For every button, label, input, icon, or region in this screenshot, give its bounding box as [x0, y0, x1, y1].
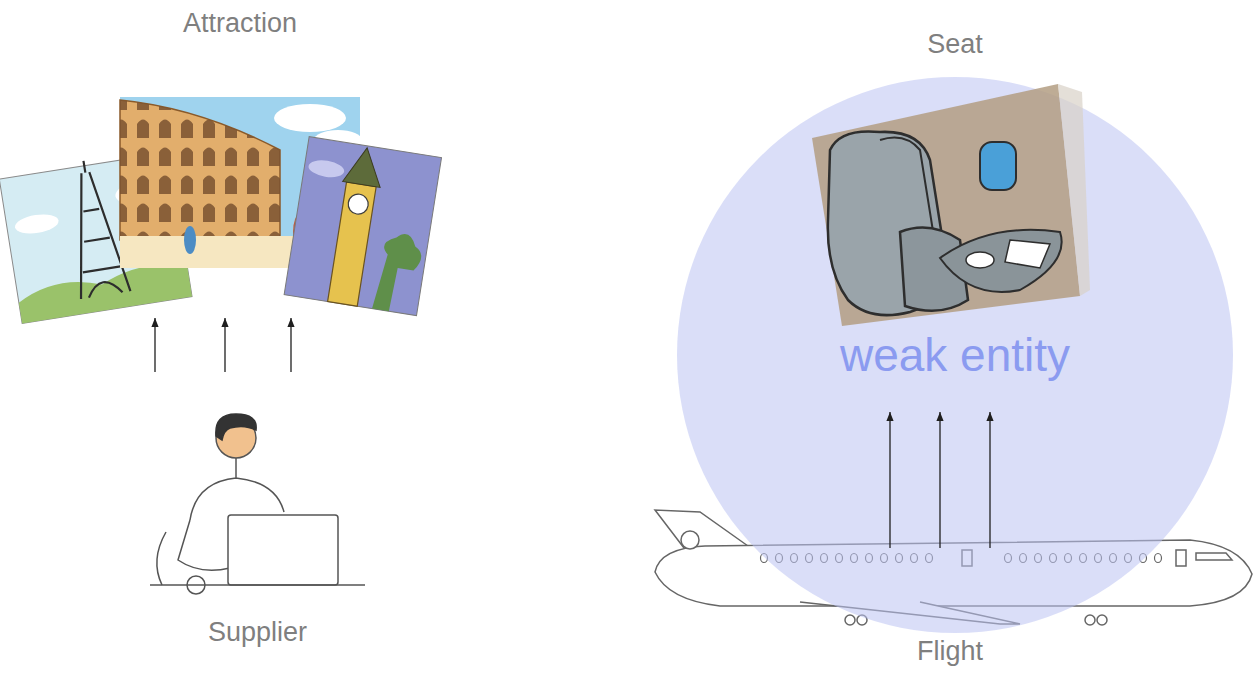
cup — [966, 252, 994, 268]
entity-node: Flight — [650, 548, 1250, 673]
weak-entity-highlight — [677, 77, 1233, 633]
person — [184, 226, 196, 254]
hair — [216, 414, 256, 440]
arrow-connector — [939, 412, 940, 548]
arrow-connector — [889, 412, 890, 548]
wheel — [1085, 615, 1095, 625]
big-ben-card — [284, 137, 441, 316]
entity-label: Seat — [927, 29, 983, 60]
arm — [178, 520, 230, 570]
arrow-connector — [224, 318, 225, 372]
entity-label: weak entity — [840, 329, 1070, 382]
cockpit-window — [1196, 553, 1232, 560]
desk — [150, 584, 365, 586]
wheel — [845, 615, 855, 625]
seat-illustration — [812, 84, 1090, 326]
wheel — [1097, 615, 1107, 625]
tree — [372, 231, 424, 315]
entity-node: Seat weak entity — [800, 25, 1110, 412]
body — [190, 458, 284, 520]
entity-label: Supplier — [208, 617, 307, 648]
arrow-connector — [989, 412, 990, 548]
door — [1176, 550, 1186, 566]
cloud — [274, 104, 346, 132]
arrow-connector — [290, 318, 291, 372]
laptop — [228, 515, 338, 585]
seat-backdrop — [812, 84, 1080, 326]
spire — [343, 145, 386, 187]
window — [980, 142, 1016, 190]
colosseum-arches — [120, 100, 280, 240]
entity-label: Flight — [917, 636, 983, 667]
arrow-connector — [154, 318, 155, 372]
entity-node: Supplier — [140, 372, 375, 652]
engine — [681, 531, 699, 549]
colosseum-wall — [120, 100, 280, 240]
card-sky — [284, 137, 441, 316]
cloud — [14, 212, 60, 237]
napkin — [1005, 240, 1050, 268]
supplier-person — [150, 414, 365, 594]
entity-label: Attraction — [183, 8, 297, 39]
cloud — [307, 158, 345, 179]
chair — [157, 532, 166, 585]
entity-node: Attraction — [120, 8, 360, 318]
tray — [940, 230, 1062, 292]
seat-backdrop-edge — [1058, 84, 1090, 296]
clock — [347, 193, 370, 216]
tower — [328, 182, 377, 306]
